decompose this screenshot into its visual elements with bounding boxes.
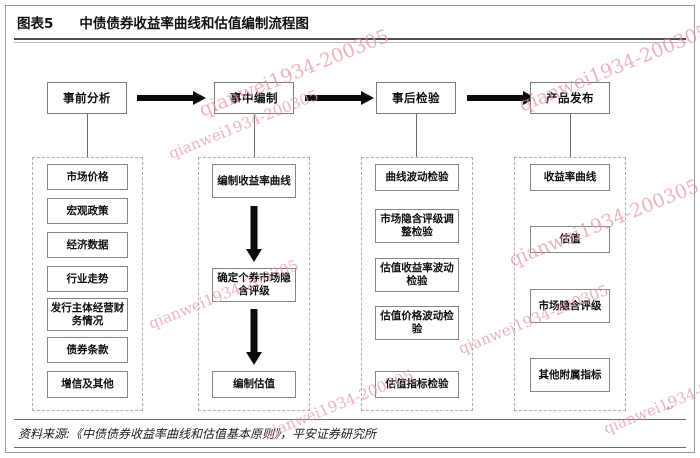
- title-divider-secondary: [14, 42, 686, 43]
- stage-box-product-release[interactable]: 产品发布: [530, 82, 610, 114]
- page-title: 中债债券收益率曲线和估值编制流程图: [79, 16, 309, 32]
- item-valuation-price-volatility-check[interactable]: 估值价格波动检验: [375, 306, 459, 340]
- stage-box-post-verification[interactable]: 事后检验: [376, 82, 456, 114]
- item-bond-terms[interactable]: 债券条款: [47, 337, 128, 363]
- item-valuation-yield-volatility-check[interactable]: 估值收益率波动检验: [375, 258, 459, 292]
- stage-box-pre-analysis[interactable]: 事前分析: [47, 82, 127, 114]
- item-industry-trend[interactable]: 行业走势: [47, 266, 128, 292]
- group-in-process-compilation: [198, 157, 310, 411]
- item-other-auxiliary-indicators[interactable]: 其他附属指标: [530, 358, 610, 392]
- connector-stage2: [254, 114, 255, 157]
- group-product-release: [514, 157, 626, 411]
- item-label: 收益率曲线: [543, 171, 597, 184]
- stage-label: 产品发布: [546, 91, 594, 105]
- item-label: 增信及其他: [61, 378, 114, 391]
- item-label: 估值: [559, 233, 581, 246]
- item-label: 债券条款: [66, 343, 109, 356]
- title-divider: [14, 38, 686, 40]
- item-credit-enhancement-other[interactable]: 增信及其他: [47, 371, 128, 398]
- item-market-price[interactable]: 市场价格: [47, 164, 128, 190]
- item-valuation-indicator-check[interactable]: 估值指标检验: [375, 371, 459, 398]
- item-label: 编制收益率曲线: [217, 174, 291, 187]
- item-issuer-financials[interactable]: 发行主体经营财务情况: [47, 298, 128, 331]
- item-label: 其他附属指标: [538, 368, 602, 381]
- item-economic-data[interactable]: 经济数据: [47, 232, 128, 258]
- item-label: 估值价格波动检验: [380, 310, 454, 335]
- stage-label: 事中编制: [230, 91, 278, 105]
- group-post-verification: [361, 157, 473, 411]
- figure-label: 图表5: [17, 16, 54, 32]
- arrow-stage2-to-stage3: [305, 91, 375, 105]
- arrow-implied-rating-to-valuation: [238, 309, 270, 365]
- item-label: 发行主体经营财务情况: [50, 301, 125, 327]
- item-macro-policy[interactable]: 宏观政策: [47, 198, 128, 224]
- item-label: 估值指标检验: [385, 378, 449, 391]
- item-label: 市场价格: [66, 170, 109, 183]
- item-label: 确定个券市场隐含评级: [217, 272, 291, 297]
- source-divider-top: [14, 419, 686, 420]
- connector-stage1: [87, 114, 88, 157]
- paragraph-mark: ↵: [666, 404, 674, 414]
- arrow-compile-curve-to-implied-rating: [238, 206, 270, 262]
- stage-label: 事后检验: [392, 91, 440, 105]
- connector-stage3: [416, 114, 417, 157]
- connector-stage4: [570, 114, 571, 157]
- item-label: 宏观政策: [66, 204, 109, 217]
- item-label: 编制估值: [233, 378, 275, 391]
- item-label: 估值收益率波动检验: [380, 262, 454, 287]
- item-compile-yield-curve[interactable]: 编制收益率曲线: [212, 164, 296, 198]
- item-label: 行业走势: [66, 272, 109, 285]
- item-yield-curve[interactable]: 收益率曲线: [530, 164, 610, 191]
- item-determine-implied-rating[interactable]: 确定个券市场隐含评级: [212, 268, 296, 302]
- flowchart-canvas: 事前分析 市场价格 宏观政策 经济数据 行业走势 发行主体经营财务情况 债券条款…: [6, 6, 700, 454]
- item-compile-valuation[interactable]: 编制估值: [212, 371, 296, 398]
- group-pre-analysis: [32, 157, 143, 411]
- item-implied-rating-adjustment-check[interactable]: 市场隐含评级调整检验: [375, 209, 459, 243]
- stage-label: 事前分析: [63, 91, 111, 105]
- item-label: 曲线波动检验: [385, 171, 449, 184]
- source-divider-bottom: [14, 447, 686, 448]
- item-label: 市场隐含评级: [538, 299, 602, 312]
- figure-frame: 图表5 中债债券收益率曲线和估值编制流程图 事前分析 市场价格 宏观政策 经济数…: [5, 5, 700, 454]
- item-label: 经济数据: [66, 238, 109, 251]
- arrow-stage1-to-stage2: [137, 91, 207, 105]
- arrow-stage3-to-stage4: [467, 91, 537, 105]
- stage-box-in-process-compilation[interactable]: 事中编制: [214, 82, 294, 114]
- item-curve-volatility-check[interactable]: 曲线波动检验: [375, 164, 459, 191]
- item-label: 市场隐含评级调整检验: [380, 213, 454, 238]
- item-valuation[interactable]: 估值: [530, 226, 610, 253]
- source-note: 资料来源:《中债债券收益率曲线和估值基本原则》，平安证券研究所: [18, 427, 377, 441]
- figure-title-bar: 图表5 中债债券收益率曲线和估值编制流程图: [6, 6, 694, 38]
- item-market-implied-rating[interactable]: 市场隐含评级: [530, 289, 610, 323]
